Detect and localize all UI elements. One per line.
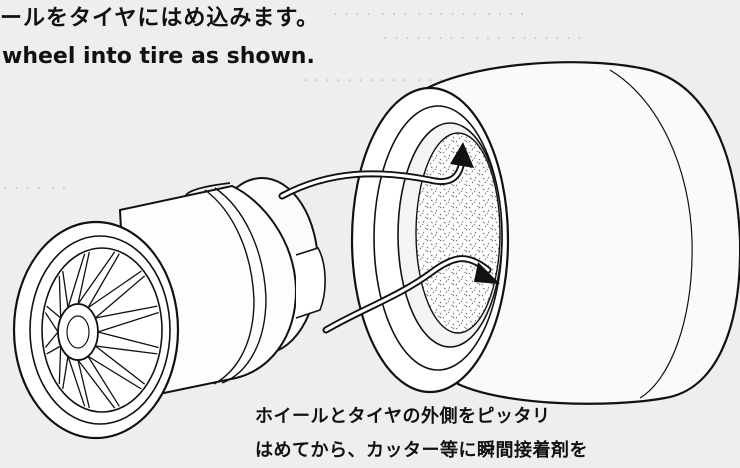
wheel-spoke — [58, 345, 62, 385]
wheel-spoke — [67, 253, 86, 308]
wheel-spoke — [58, 275, 62, 319]
wheel-spoke — [77, 359, 90, 409]
wheel — [12, 177, 326, 440]
wheel-spoke — [44, 331, 59, 348]
insertion-arrows — [278, 142, 500, 334]
wheel-spoke — [62, 356, 69, 389]
wheel-spoke — [87, 270, 142, 309]
arrow-head — [450, 142, 474, 168]
wheel-spoke — [46, 345, 61, 355]
wheel-spoke — [77, 359, 116, 409]
bleed-text: ・・・・ ・・ — [0, 182, 70, 195]
wheel-tire-illustration — [12, 61, 740, 440]
wheel-spoke — [87, 355, 120, 407]
arrow-head — [474, 262, 500, 284]
wheel-spoke — [95, 305, 158, 319]
wheel-spoke — [94, 345, 146, 385]
note-line-1: ホイールとタイヤの外側をピッタリ — [255, 406, 551, 427]
wheel-spoke — [46, 305, 62, 319]
instruction-title-english: wheel into tire as shown. — [2, 44, 315, 69]
wheel-spoke — [67, 356, 86, 407]
wheel-hub — [57, 303, 99, 361]
wheel-spoke — [97, 331, 159, 349]
bleed-text: ・・・・ ・・・ ・・・・・・ ・・・・ — [330, 8, 528, 21]
note-line-2: はめてから、カッター等に瞬間接着剤を — [255, 440, 588, 461]
wheel-spoke — [87, 355, 142, 390]
wheel-spoke — [77, 251, 116, 305]
wheel-spoke — [97, 311, 159, 333]
tire — [350, 61, 740, 405]
wheel-spoke — [44, 312, 59, 333]
instruction-title-japanese: ールをタイヤにはめ込みます。 — [0, 6, 320, 31]
wheel-spoke — [94, 275, 146, 319]
wheel-spoke — [87, 253, 120, 309]
bleed-text: ・・・・・・・・ ・・・ ・・・・・・・ — [380, 32, 585, 45]
wheel-spoke — [77, 251, 90, 305]
assembly-note: ホイールとタイヤの外側をピッタリ はめてから、カッター等に瞬間接着剤を — [255, 400, 588, 468]
wheel-spoke — [95, 345, 158, 355]
wheel-spoke — [62, 271, 69, 308]
